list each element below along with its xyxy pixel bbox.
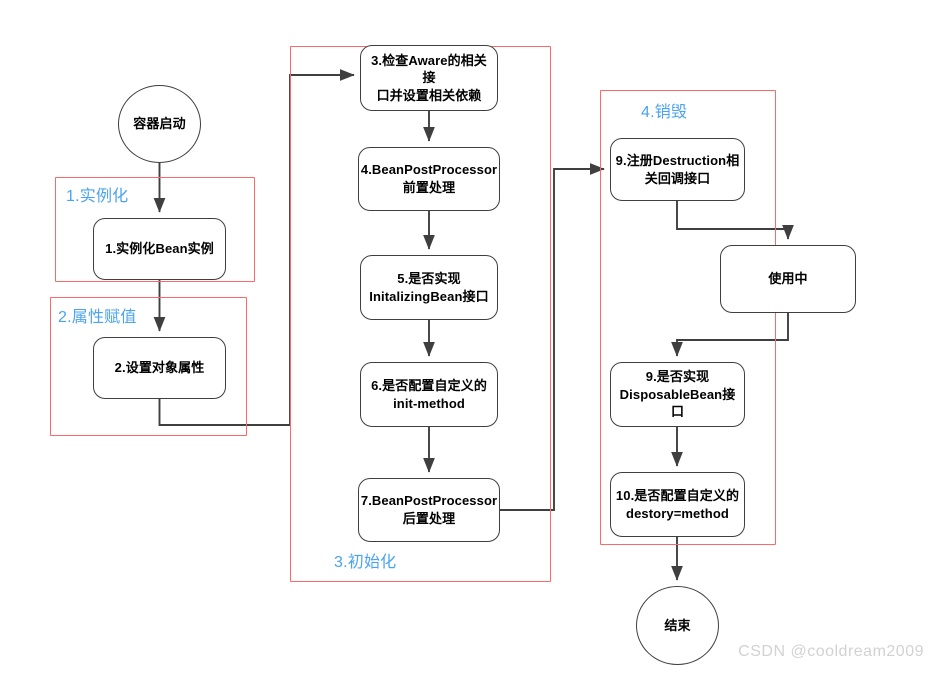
node-destroy-method-check[interactable]: 10.是否配置自定义的 destory=method bbox=[610, 472, 745, 537]
group-box-instantiation bbox=[55, 177, 255, 282]
node-container-start[interactable]: 容器启动 bbox=[118, 85, 201, 163]
node-check-aware-interfaces[interactable]: 3.检查Aware的相关接 口并设置相关依赖 bbox=[360, 45, 498, 111]
group-box-populate-properties bbox=[50, 297, 247, 436]
node-register-destruction-callback[interactable]: 9.注册Destruction相 关回调接口 bbox=[610, 138, 745, 201]
node-disposablebean-check[interactable]: 9.是否实现 DisposableBean接口 bbox=[610, 362, 745, 427]
node-label: 9.注册Destruction相 关回调接口 bbox=[615, 152, 740, 186]
group-label-populate-properties: 2.属性赋值 bbox=[58, 309, 137, 326]
node-set-object-properties[interactable]: 2.设置对象属性 bbox=[93, 337, 226, 399]
node-label: 2.设置对象属性 bbox=[114, 360, 205, 376]
node-label: 6.是否配置自定义的 init-method bbox=[371, 377, 487, 411]
node-label: 4.BeanPostProcessor 前置处理 bbox=[360, 162, 498, 195]
node-beanpostprocessor-before[interactable]: 4.BeanPostProcessor 前置处理 bbox=[358, 147, 500, 211]
node-label: 使用中 bbox=[768, 271, 808, 287]
node-label: 容器启动 bbox=[133, 116, 186, 132]
node-init-method-check[interactable]: 6.是否配置自定义的 init-method bbox=[360, 362, 498, 427]
node-beanpostprocessor-after[interactable]: 7.BeanPostProcessor 后置处理 bbox=[358, 478, 500, 542]
node-label: 7.BeanPostProcessor 后置处理 bbox=[360, 493, 498, 526]
watermark: CSDN @cooldream2009 bbox=[738, 643, 924, 660]
node-label: 1.实例化Bean实例 bbox=[105, 241, 214, 257]
node-label: 10.是否配置自定义的 destory=method bbox=[615, 487, 740, 521]
node-instantiate-bean[interactable]: 1.实例化Bean实例 bbox=[93, 218, 226, 280]
node-in-use[interactable]: 使用中 bbox=[720, 245, 856, 313]
node-label: 9.是否实现 DisposableBean接口 bbox=[619, 369, 736, 420]
group-label-initialization: 3.初始化 bbox=[334, 554, 397, 571]
group-label-destruction: 4.销毁 bbox=[641, 104, 688, 121]
node-label: 3.检查Aware的相关接 口并设置相关依赖 bbox=[371, 52, 487, 103]
group-box-destruction bbox=[600, 90, 776, 545]
node-end[interactable]: 结束 bbox=[636, 586, 719, 665]
node-initializingbean-check[interactable]: 5.是否实现 InitalizingBean接口 bbox=[360, 255, 498, 320]
node-label: 结束 bbox=[664, 617, 691, 633]
group-label-instantiation: 1.实例化 bbox=[66, 188, 129, 205]
node-label: 5.是否实现 InitalizingBean接口 bbox=[369, 270, 489, 304]
